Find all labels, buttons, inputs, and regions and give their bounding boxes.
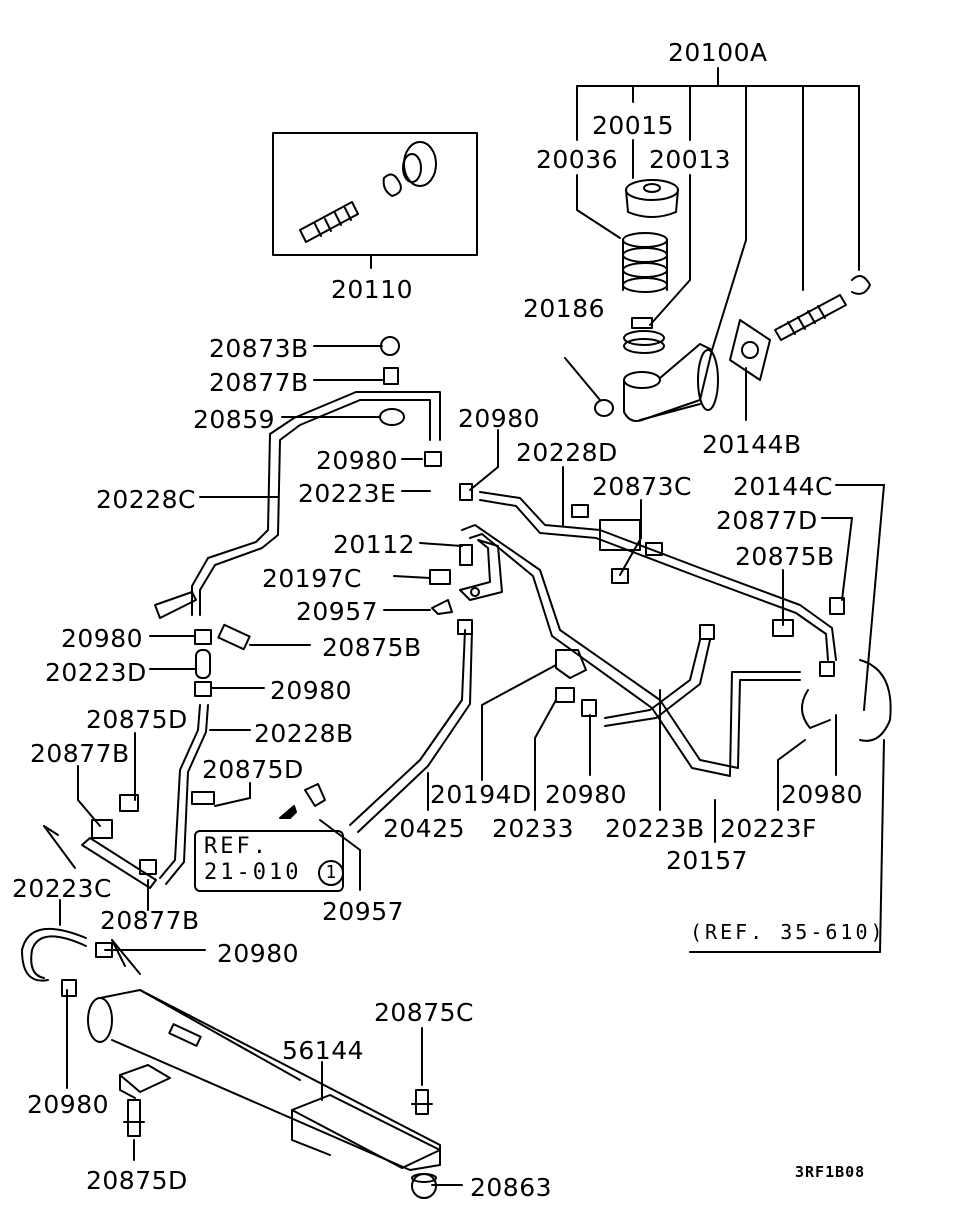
callout-20980-f[interactable]: 20980 (781, 780, 864, 809)
callout-20110[interactable]: 20110 (331, 275, 414, 304)
callout-20228D[interactable]: 20228D (516, 438, 618, 467)
callout-20223C[interactable]: 20223C (12, 874, 112, 903)
hose-20223B (604, 639, 711, 727)
ref-box-line1: REF. (204, 834, 269, 859)
callout-20980-b[interactable]: 20980 (316, 446, 399, 475)
callout-20197C[interactable]: 20197C (262, 564, 362, 593)
callout-20233[interactable]: 20233 (492, 814, 575, 843)
callout-20980-c[interactable]: 20980 (61, 624, 144, 653)
callout-20980-e[interactable]: 20980 (545, 780, 628, 809)
callout-20980-d[interactable]: 20980 (270, 676, 353, 705)
hose-20223D (194, 629, 212, 697)
callout-20873B[interactable]: 20873B (209, 334, 309, 363)
hose-20223C-lower (21, 927, 87, 982)
clamp-20980-small-icons (61, 451, 835, 997)
hose-20223C-upper (81, 837, 157, 889)
hose-clamp-icon (623, 317, 665, 354)
callout-20144B[interactable]: 20144B (702, 430, 802, 459)
callout-20144C[interactable]: 20144C (733, 472, 833, 501)
callout-20877B-mid[interactable]: 20877B (30, 739, 130, 768)
callout-20877B-top[interactable]: 20877B (209, 368, 309, 397)
callout-20873C[interactable]: 20873C (592, 472, 692, 501)
callout-20877B-low[interactable]: 20877B (100, 906, 200, 935)
callout-20425[interactable]: 20425 (383, 814, 466, 843)
spring-icon (622, 232, 668, 293)
callout-20980-h[interactable]: 20980 (27, 1090, 110, 1119)
callout-20875B-left[interactable]: 20875B (322, 633, 422, 662)
tube-20228B (159, 704, 209, 885)
callout-20957-bottom[interactable]: 20957 (322, 897, 405, 926)
callout-56144[interactable]: 56144 (282, 1036, 365, 1065)
callout-20863[interactable]: 20863 (470, 1173, 553, 1202)
callout-20859[interactable]: 20859 (193, 405, 276, 434)
callout-20957-top[interactable]: 20957 (296, 597, 379, 626)
ref-box-frame (194, 830, 344, 892)
callout-20875C[interactable]: 20875C (374, 998, 474, 1027)
callout-20875B-right[interactable]: 20875B (735, 542, 835, 571)
callout-20186[interactable]: 20186 (523, 294, 606, 323)
callout-20875D-c[interactable]: 20875D (86, 1166, 188, 1195)
hose-20425 (349, 619, 473, 833)
ref-box-number: 21-010 (204, 860, 302, 886)
clutch-release-outline (859, 659, 892, 742)
bolt-20875C-icon (411, 1089, 433, 1115)
nut-20186-icon (564, 357, 614, 417)
push-rod-icon (774, 275, 871, 341)
callout-20015[interactable]: 20015 (592, 111, 675, 140)
callout-20100A[interactable]: 20100A (668, 38, 768, 67)
tube-20228D (479, 491, 837, 661)
callout-20228B[interactable]: 20228B (254, 719, 354, 748)
callout-tree-20100A (576, 67, 860, 421)
damper-56144 (87, 989, 441, 1171)
fitting-icons (91, 336, 845, 875)
hose-20223F (801, 689, 831, 729)
ref-box-line2: 21-010 1 (204, 860, 344, 887)
callout-20877D[interactable]: 20877D (716, 506, 818, 535)
tube-20228C (154, 391, 441, 619)
callout-20228C[interactable]: 20228C (96, 485, 196, 514)
ref-arrow-icon (279, 805, 297, 819)
callout-20223B[interactable]: 20223B (605, 814, 705, 843)
callout-20036[interactable]: 20036 (536, 145, 619, 174)
kit-box-20110 (272, 132, 478, 269)
drawing-code: 3RF1B08 (795, 1163, 866, 1181)
callout-20875D-b[interactable]: 20875D (202, 755, 304, 784)
cap-20863-icon (411, 1173, 437, 1199)
ref-box-label[interactable]: REF. 21-010 1 (204, 834, 344, 887)
master-cylinder-body-icon (623, 343, 719, 422)
callout-20223E[interactable]: 20223E (298, 479, 397, 508)
ref-circle-number: 1 (317, 860, 344, 887)
callout-20157[interactable]: 20157 (666, 846, 749, 875)
reservoir-cap-icon (625, 179, 679, 218)
leader-lines (43, 345, 885, 1186)
callout-20013[interactable]: 20013 (649, 145, 732, 174)
callout-20112[interactable]: 20112 (333, 530, 416, 559)
callout-20980-a[interactable]: 20980 (458, 404, 541, 433)
gasket-icon (729, 319, 771, 381)
bolt-20875D-icon (123, 1099, 145, 1137)
callout-20980-g[interactable]: 20980 (217, 939, 300, 968)
callout-20194D[interactable]: 20194D (430, 780, 532, 809)
callout-20875D-a[interactable]: 20875D (86, 705, 188, 734)
ref-35-610-label[interactable]: (REF. 35-610) (690, 920, 886, 944)
bracket-20112 (459, 539, 503, 601)
callout-20223F[interactable]: 20223F (720, 814, 817, 843)
callout-20223D[interactable]: 20223D (45, 658, 147, 687)
